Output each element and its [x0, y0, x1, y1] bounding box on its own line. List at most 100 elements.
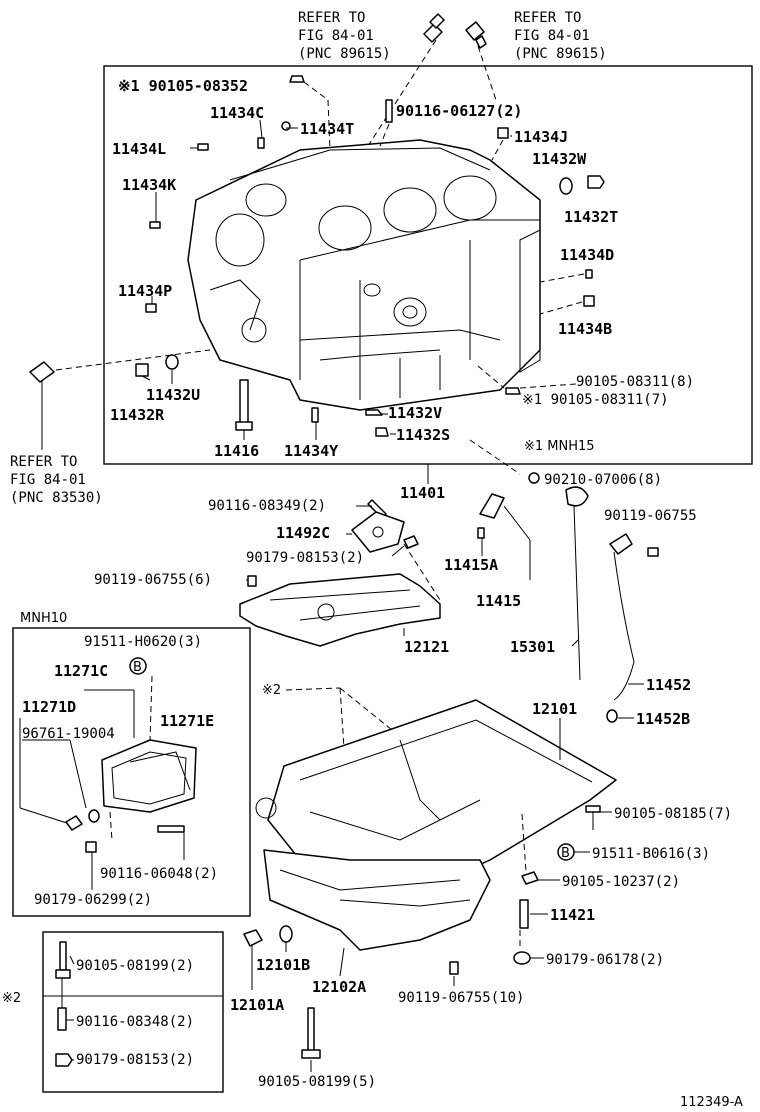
label-12102A: 12102A [312, 978, 366, 996]
label-mnh10: MNH10 [20, 611, 67, 626]
bolt-90119-06755-6-icon [247, 575, 257, 587]
plug-11434K-icon [149, 221, 161, 229]
oil-level-gauge-15301-icon [565, 486, 589, 681]
svg-text:(PNC 89615): (PNC 89615) [514, 46, 607, 62]
label-11434D: 11434D [560, 246, 614, 264]
o-ring-11452B-icon [606, 709, 618, 723]
mnh10-group-frame [12, 627, 251, 917]
label-12101: 12101 [532, 700, 577, 718]
bolt-90105-08199-5-icon [301, 1007, 321, 1059]
label-11415A: 11415A [444, 556, 498, 574]
oil-pan-no2-12102A-drawing [263, 849, 491, 951]
label-90179-08153-a: 90179-08153(2) [246, 550, 364, 566]
plug-12101A-icon [243, 929, 263, 947]
label-11271C: 11271C [54, 662, 108, 680]
plug-11434T-icon [281, 121, 291, 131]
svg-text:FIG 84-01: FIG 84-01 [10, 472, 86, 488]
label-90119-06755-6: 90119-06755(6) [94, 572, 212, 588]
reference-note-top-left: REFER TO FIG 84-01 (PNC 89615) [298, 10, 391, 62]
label-91511-B0616: 91511-B0616(3) [592, 846, 710, 862]
pin-11434Y-icon [311, 407, 319, 423]
oil-pressure-switch-83530-icon [29, 361, 55, 383]
pin-11434D-icon [585, 269, 593, 279]
oil-pressure-sender-right-icon [465, 21, 487, 49]
label-11434Y: 11434Y [284, 442, 338, 460]
label-11271D: 11271D [22, 698, 76, 716]
plug-11432S-icon [375, 427, 389, 437]
plug-11271D-icon [65, 815, 83, 831]
oil-pressure-sender-left-icon [423, 13, 445, 43]
label-90119-06755-10: 90119-06755(10) [398, 990, 524, 1006]
label-11434L: 11434L [112, 140, 166, 158]
label-11432U: 11432U [146, 386, 200, 404]
stud-90116-06127-icon [385, 99, 393, 123]
plate-11492C-icon [351, 511, 405, 553]
label-11434K: 11434K [122, 176, 176, 194]
svg-text:REFER TO: REFER TO [298, 10, 365, 26]
svg-text:REFER TO: REFER TO [514, 10, 581, 26]
label-90210-07006: 90210-07006(8) [544, 472, 662, 488]
label-90116-08348: 90116-08348(2) [76, 1014, 194, 1030]
label-11432W: 11432W [532, 150, 587, 168]
b-marker-2: B [561, 846, 570, 861]
svg-text:FIG 84-01: FIG 84-01 [298, 28, 374, 44]
stud-90116-06048-icon [157, 825, 185, 833]
reference-note-left: REFER TO FIG 84-01 (PNC 83530) [10, 454, 103, 506]
gasket-90210-07006-icon [528, 472, 540, 484]
label-96761-19004: 96761-19004 [22, 726, 115, 742]
label-11452B: 11452B [636, 710, 690, 728]
plug-11434C-icon [257, 137, 265, 149]
plug-11434P-icon [145, 303, 157, 313]
figure-id: 112349-A [680, 1095, 743, 1110]
plug-11432T-icon [587, 175, 605, 189]
oil-strainer-11415A-icon [479, 493, 505, 519]
label-11434B: 11434B [558, 320, 612, 338]
label-11434P: 11434P [118, 282, 172, 300]
label-12121: 12121 [404, 638, 449, 656]
label-15301: 15301 [510, 638, 555, 656]
label-11416: 11416 [214, 442, 259, 460]
oil-level-gauge-guide-11452-icon [609, 533, 635, 701]
svg-text:FIG 84-01: FIG 84-01 [514, 28, 590, 44]
bolt-90105-08311-icon [505, 387, 521, 395]
label-11271E: 11271E [160, 712, 214, 730]
svg-text:(PNC 89615): (PNC 89615) [298, 46, 391, 62]
label-90179-06299: 90179-06299(2) [34, 892, 152, 908]
label-90105-08352: ※1 90105-08352 [118, 77, 248, 95]
reference-note-top-right: REFER TO FIG 84-01 (PNC 89615) [514, 10, 607, 62]
label-11452: 11452 [646, 676, 691, 694]
plug-90179-06178-icon [513, 951, 531, 965]
label-11401: 11401 [400, 484, 445, 502]
oil-pan-cover-11271E-icon [101, 739, 197, 813]
label-90105-08185: 90105-08185(7) [614, 806, 732, 822]
svg-text:(PNC 83530): (PNC 83530) [10, 490, 103, 506]
label-11432T: 11432T [564, 208, 618, 226]
label-90116-06127: 90116-06127(2) [396, 102, 522, 120]
label-star2-left: ※2 [2, 991, 21, 1006]
label-11432V: 11432V [388, 404, 442, 422]
plug-11434J-icon [497, 127, 509, 139]
label-12101A: 12101A [230, 996, 284, 1014]
label-90105-08311-7: ※1 90105-08311(7) [522, 392, 669, 408]
bolt-90105-08352-icon [289, 75, 305, 83]
star2-fastener-group-frame [42, 931, 224, 1093]
label-11415: 11415 [476, 592, 521, 610]
label-90105-08199-5: 90105-08199(5) [258, 1074, 376, 1090]
label-90179-06178: 90179-06178(2) [546, 952, 664, 968]
nut-90179-08153-icon [403, 535, 419, 549]
label-90116-06048: 90116-06048(2) [100, 866, 218, 882]
label-star2-top: ※2 [262, 683, 281, 698]
label-11432R: 11432R [110, 406, 165, 424]
plug-90179-06299-icon [85, 841, 97, 853]
gasket-b-marker-2-icon: B [557, 843, 575, 861]
bolt-90119-06755-10-icon [449, 961, 459, 975]
label-90105-08311-8: 90105-08311(8) [576, 374, 694, 390]
oil-pan-baffle-plate-12121-drawing [239, 573, 441, 647]
label-11434J: 11434J [514, 128, 568, 146]
gasket-12101B-icon [279, 925, 293, 943]
label-11432S: 11432S [396, 426, 450, 444]
gasket-96761-19004-icon [88, 809, 100, 823]
label-91511-H0620: 91511-H0620(3) [84, 634, 202, 650]
label-90119-06755: 90119-06755 [604, 508, 697, 524]
